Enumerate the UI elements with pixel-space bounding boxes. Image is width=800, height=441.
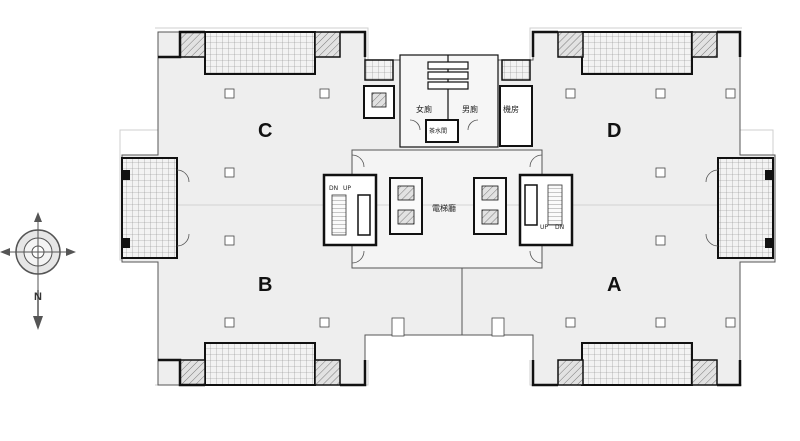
stair-right-up-label: UP <box>540 224 548 231</box>
stair-right-dn-label: DN <box>555 224 564 231</box>
balcony-west <box>121 157 178 259</box>
elevator-shafts <box>389 177 507 235</box>
stair-right <box>518 173 574 247</box>
unit-label-b: B <box>258 274 272 296</box>
stair-left-up-label: UP <box>343 185 351 192</box>
balcony-east <box>717 157 774 259</box>
unit-label-a: A <box>607 274 621 296</box>
tea-room-label: 茶水間 <box>429 127 447 135</box>
balcony-bottom-left <box>204 342 316 386</box>
balcony-group <box>121 31 774 386</box>
corner-columns <box>179 31 718 386</box>
balcony-top-left <box>204 31 316 75</box>
service-block <box>363 54 533 148</box>
door-swings <box>176 119 719 264</box>
women-restroom-label: 女廁 <box>416 104 432 114</box>
machine-room-label: 機房 <box>503 104 519 114</box>
compass-rose-icon <box>0 212 76 330</box>
column-grid <box>224 88 736 337</box>
unit-label-d: D <box>607 120 621 142</box>
exterior-walls <box>158 30 742 387</box>
compass-north-label: N <box>34 291 42 303</box>
elevator-lobby-label: 電梯廳 <box>432 203 456 213</box>
men-restroom-label: 男廁 <box>462 104 478 114</box>
unit-label-c: C <box>258 120 272 142</box>
balcony-bottom-right <box>581 342 693 386</box>
balcony-top-right <box>581 31 693 75</box>
stair-left <box>322 173 378 247</box>
stair-left-dn-label: DN <box>329 185 338 192</box>
